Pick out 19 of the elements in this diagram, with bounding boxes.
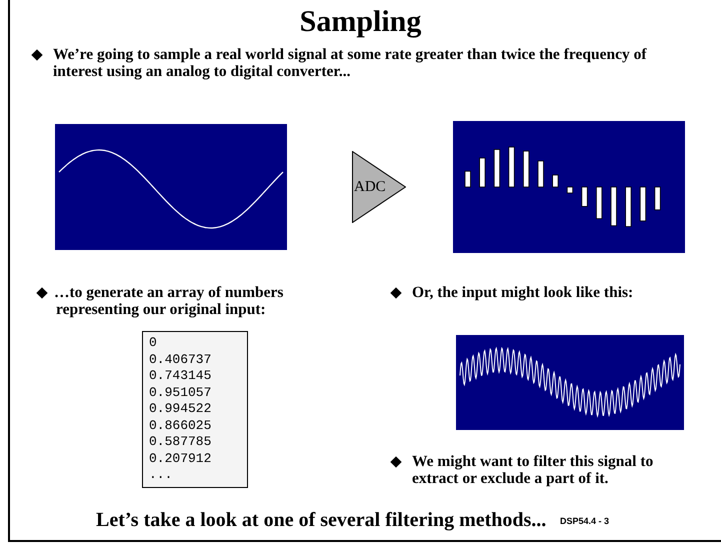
- bullet-text: We’re going to sample a real world signal at some rate greater than twice the frequency of interest using an analog to digital converter...: [53, 46, 648, 80]
- slide-title: Sampling: [298, 4, 422, 40]
- number-value: 0.743145: [149, 368, 212, 384]
- bullet-text: Or, the input might look like this:: [412, 284, 634, 301]
- bullet-text: We might want to filter this signal to extract or exclude a part of it.: [412, 453, 654, 487]
- closing-sentence: Let’s take a look at one of several filtering methods...: [96, 508, 548, 532]
- converter-label: ADC: [354, 178, 386, 197]
- number-value: 0.951057: [149, 384, 212, 401]
- number-value: 0.994522: [149, 401, 212, 418]
- number-value: 0.866025: [149, 418, 212, 434]
- number-value: ...: [149, 467, 172, 484]
- number-value: 0.207912: [149, 450, 212, 467]
- number-value: 0.587785: [149, 434, 212, 450]
- number-value: 0: [149, 335, 157, 352]
- converter-triangle: [352, 151, 406, 223]
- slide-number: DSP54.4 - 3: [560, 515, 610, 527]
- number-list-box: [142, 331, 248, 488]
- bullet-text: …to generate an array of numbers representing our original input:: [56, 284, 284, 318]
- number-value: 0.406737: [149, 352, 212, 368]
